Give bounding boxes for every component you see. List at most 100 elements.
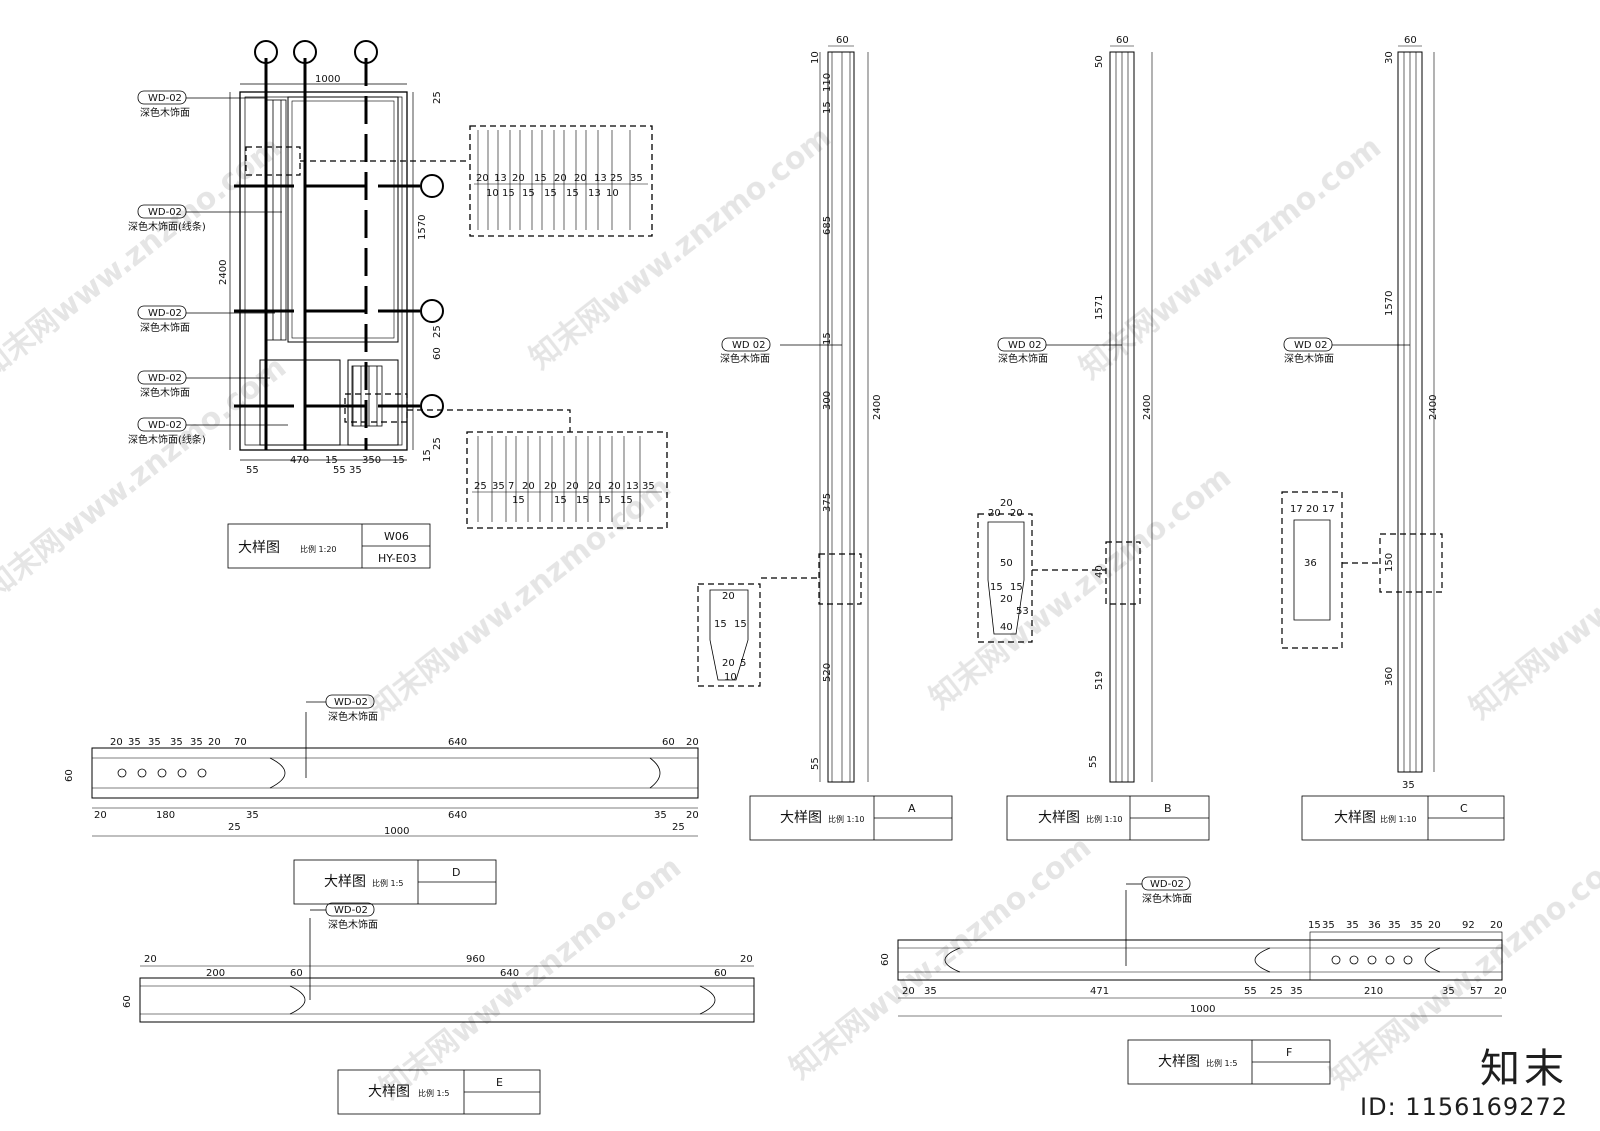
panel-section-a xyxy=(697,45,953,841)
watermark: 知末网www.znzmo.com xyxy=(523,120,838,377)
dim-seg: 300 xyxy=(822,391,833,410)
title-block-main xyxy=(227,523,431,569)
detail-dim: 50 xyxy=(1000,558,1013,569)
dim-top: 60 xyxy=(714,968,727,979)
title-scale: 比例 1:10 xyxy=(1380,814,1417,824)
dim-total: 2400 xyxy=(872,395,883,420)
detail-dim: 40 xyxy=(1000,622,1013,633)
title-scale: 比例 1:10 xyxy=(1086,814,1123,824)
detail-dim: 15 xyxy=(620,495,633,506)
detail-dim: 15 xyxy=(522,188,535,199)
panel-section-f xyxy=(897,876,1503,1085)
detail-dim: 25 xyxy=(474,481,487,492)
title-label: 大样图 xyxy=(368,1084,410,1100)
detail-dim: 13 xyxy=(594,173,607,184)
detail-dim: 15 xyxy=(544,188,557,199)
title-code: F xyxy=(1286,1046,1292,1059)
detail-dim: 10 xyxy=(486,188,499,199)
section-symbol xyxy=(254,40,278,64)
dim-seg: 55 xyxy=(810,757,821,770)
dim-bottom: 20 xyxy=(94,810,107,821)
detail-dim: 20 xyxy=(608,481,621,492)
dim-total: 1000 xyxy=(384,826,409,837)
detail-dim: 36 xyxy=(1304,558,1317,569)
watermark: 知末网www.znzmo.com xyxy=(783,830,1098,1087)
watermark: 知末网www.znzmo.com xyxy=(1463,470,1600,727)
dim-seg: 55 xyxy=(1088,755,1099,768)
callout-text: 深色木饰面 xyxy=(140,321,190,334)
dim-top: 35 xyxy=(1322,920,1335,931)
dim-top-width: 60 xyxy=(1404,35,1417,46)
dim-bottom: 35 xyxy=(246,810,259,821)
detail-dim: 15 xyxy=(714,619,727,630)
detail-dim: 20 xyxy=(722,591,735,602)
callout-text: 深色木饰面 xyxy=(140,106,190,119)
dim-top: 35 xyxy=(1410,920,1423,931)
callout-code: WD 02 xyxy=(1008,340,1042,351)
detail-dim: 10 xyxy=(724,672,737,683)
callout-code: WD-02 xyxy=(1150,879,1184,890)
elevation-frame xyxy=(239,91,408,451)
title-label: 大样图 xyxy=(1038,810,1080,826)
dim-total: 2400 xyxy=(1142,395,1153,420)
dim-width-top: 1000 xyxy=(315,74,340,85)
dim-right-25: 25 xyxy=(432,91,443,104)
dim-top: 92 xyxy=(1462,920,1475,931)
title-scale: 比例 1:20 xyxy=(300,544,337,554)
dim-seg: 150 xyxy=(1384,553,1395,572)
dim-height: 60 xyxy=(880,953,891,966)
detail-dim: 20 xyxy=(574,173,587,184)
dim-top: 35 xyxy=(1388,920,1401,931)
section-symbol xyxy=(420,174,444,198)
detail-dim: 20 xyxy=(588,481,601,492)
dim-height: 60 xyxy=(122,995,133,1008)
dim-top: 15 xyxy=(1308,920,1321,931)
detail-dim: 35 xyxy=(642,481,655,492)
detail-dim: 20 xyxy=(1000,498,1013,509)
dim-top: 20 xyxy=(1428,920,1441,931)
callout-text: 深色木饰面(线条) xyxy=(128,220,206,233)
dim-seg: 520 xyxy=(822,663,833,682)
dim-top: 640 xyxy=(500,968,519,979)
dim-seg: 30 xyxy=(1384,51,1395,64)
detail-dim: 7 xyxy=(508,481,514,492)
callout-code: WD-02 xyxy=(148,420,182,431)
dim-top: 60 xyxy=(290,968,303,979)
material-callouts xyxy=(137,90,288,432)
dim-bottom: 471 xyxy=(1090,986,1109,997)
section-symbol xyxy=(354,40,378,64)
dim-bottom: 35 xyxy=(924,986,937,997)
panel-main-elevation: 1000 2400 1570 25 60 25 25 15 55 470 15 … xyxy=(128,40,668,569)
dim-top: 60 xyxy=(662,737,675,748)
detail-dim: 15 xyxy=(566,188,579,199)
dim-seg: 1570 xyxy=(1384,291,1395,316)
dim-seg: 685 xyxy=(822,216,833,235)
dim-top: 20 xyxy=(208,737,221,748)
dim-height: 60 xyxy=(64,769,75,782)
brand-logo: 知末 xyxy=(1480,1046,1568,1092)
callout-code: WD-02 xyxy=(148,207,182,218)
title-code: B xyxy=(1164,802,1172,815)
dim-bottom: 55 xyxy=(1244,986,1257,997)
detail-dim: 15 xyxy=(734,619,747,630)
detail-dim: 17 xyxy=(1290,504,1303,515)
dim-bottom: 15 xyxy=(325,455,338,466)
dim-seg: 15 xyxy=(822,332,833,345)
dim-bottom: 20 xyxy=(686,810,699,821)
panel-section-c xyxy=(1281,45,1505,841)
dim-bottom: 35 xyxy=(1442,986,1455,997)
callout-code: WD 02 xyxy=(732,340,766,351)
detail-dim: 20 xyxy=(566,481,579,492)
callout-code: WD-02 xyxy=(148,93,182,104)
dim-height-total: 2400 xyxy=(218,260,229,285)
dim-bottom: 25 xyxy=(228,822,241,833)
panel-section-e xyxy=(139,902,755,1115)
dim-top: 20 xyxy=(110,737,123,748)
dim-seg: 519 xyxy=(1094,671,1105,690)
dim-right-25: 25 xyxy=(432,325,443,338)
detail-dim: 15 xyxy=(1010,582,1023,593)
title-scale: 比例 1:5 xyxy=(1206,1058,1237,1068)
title-label: 大样图 xyxy=(1158,1054,1200,1070)
detail-dim: 20 xyxy=(722,658,735,669)
dim-top: 20 xyxy=(740,954,753,965)
